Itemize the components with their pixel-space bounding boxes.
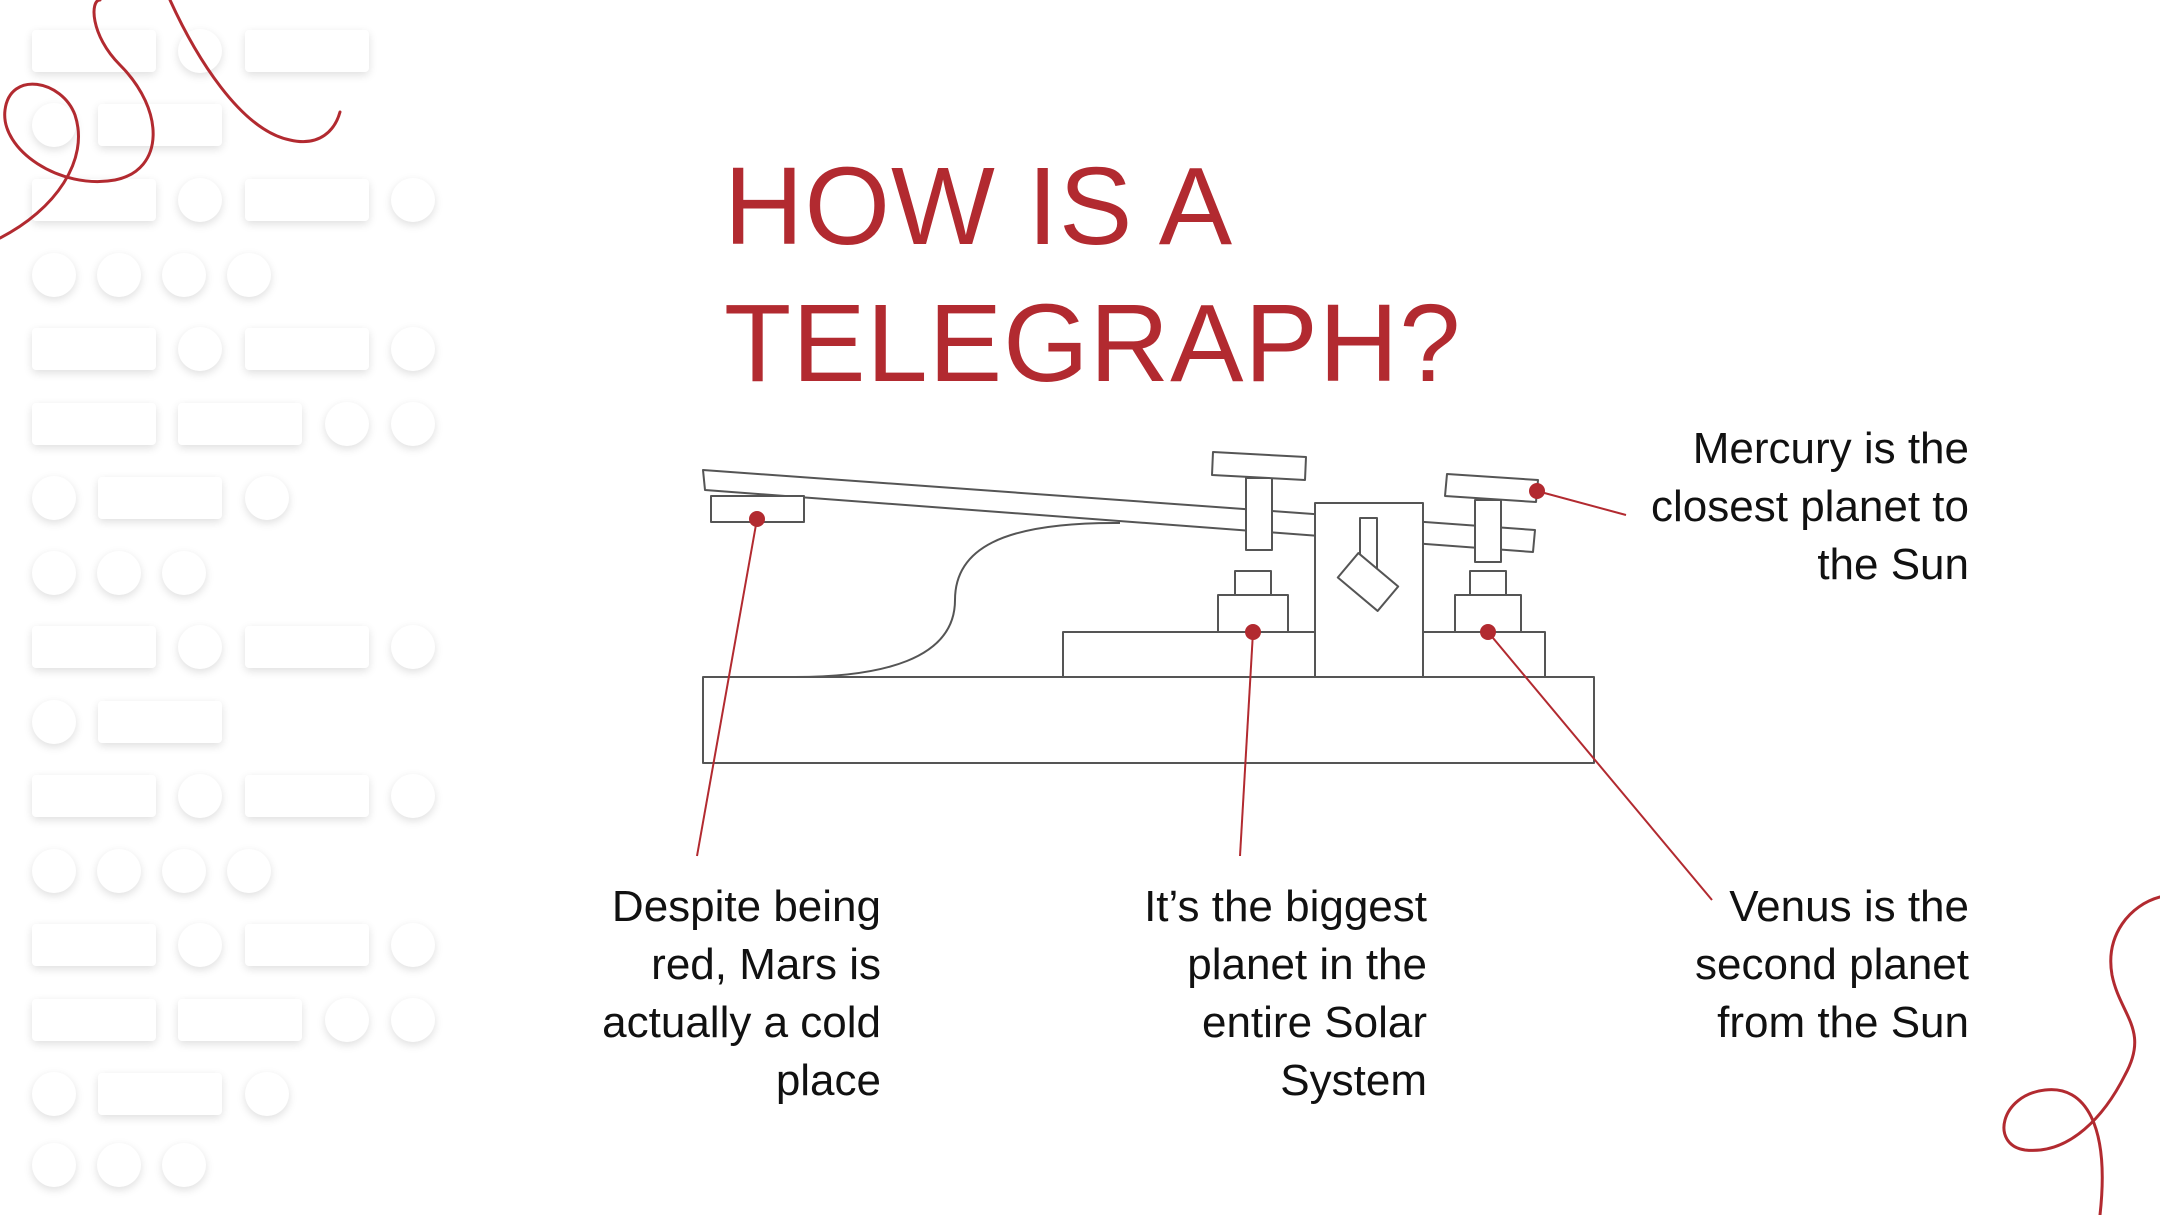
morse-dot (32, 476, 76, 520)
title-line-1: HOW IS A (724, 145, 1234, 268)
morse-dot (162, 551, 206, 595)
morse-dot (178, 923, 222, 967)
morse-dot (325, 402, 369, 446)
morse-dot (391, 625, 435, 669)
morse-dot (391, 774, 435, 818)
callout-mars: Despite being red, Mars is actually a co… (602, 882, 881, 1105)
callout-venus: Venus is the second planet from the Sun (1695, 882, 1969, 1047)
morse-dash (178, 403, 302, 445)
morse-dash (98, 701, 222, 743)
pivot-block (1336, 552, 1400, 612)
binding-post-right-cap (1469, 570, 1507, 596)
telegraph-platform (1062, 631, 1546, 678)
morse-dot (162, 1143, 206, 1187)
binding-post-left-cap (1234, 570, 1272, 596)
morse-dash (245, 924, 369, 966)
morse-dot (227, 849, 271, 893)
morse-dot (245, 476, 289, 520)
callout-jupiter: It’s the biggest planet in the entire So… (1144, 882, 1427, 1105)
callout-dot-jupiter (1245, 624, 1261, 640)
morse-dot (391, 178, 435, 222)
title-line-2: TELEGRAPH? (724, 282, 1462, 405)
morse-dot (162, 849, 206, 893)
morse-dash (178, 999, 302, 1041)
screw-left-stem (1245, 477, 1273, 551)
leader-line-venus (1487, 631, 1713, 901)
morse-dash (245, 328, 369, 370)
morse-dot (32, 253, 76, 297)
morse-dot (32, 849, 76, 893)
morse-dot (227, 253, 271, 297)
morse-dash (32, 403, 156, 445)
morse-dash (98, 477, 222, 519)
morse-dot (178, 327, 222, 371)
morse-dot (97, 849, 141, 893)
morse-dash (245, 775, 369, 817)
morse-dash (32, 775, 156, 817)
morse-dot (32, 1072, 76, 1116)
morse-dot (391, 402, 435, 446)
morse-dot (97, 551, 141, 595)
morse-dot (32, 1143, 76, 1187)
screw-right-stem (1474, 499, 1502, 563)
telegraph-base (702, 676, 1595, 764)
screw-right-head (1444, 473, 1539, 503)
morse-dot (162, 253, 206, 297)
morse-dash (32, 626, 156, 668)
morse-dot (245, 1072, 289, 1116)
callout-dot-venus (1480, 624, 1496, 640)
morse-dot (178, 774, 222, 818)
morse-dot (178, 625, 222, 669)
leader-line-mars (696, 518, 758, 857)
morse-dot (391, 923, 435, 967)
telegraph-spring (794, 521, 1121, 678)
morse-dash (245, 626, 369, 668)
morse-dot (97, 1143, 141, 1187)
leader-line-jupiter (1239, 631, 1254, 857)
morse-dot (391, 998, 435, 1042)
morse-dash (32, 999, 156, 1041)
morse-dot (391, 327, 435, 371)
morse-dot (325, 998, 369, 1042)
morse-dot (97, 253, 141, 297)
slide-title: HOW IS A TELEGRAPH? (724, 138, 1461, 412)
leader-line-mercury (1536, 490, 1627, 516)
morse-dash (32, 328, 156, 370)
morse-dot (32, 700, 76, 744)
callout-mercury: Mercury is the closest planet to the Sun (1651, 424, 1969, 589)
callout-dot-mars (749, 511, 765, 527)
morse-dash (32, 924, 156, 966)
morse-dash (98, 1073, 222, 1115)
screw-left-head (1211, 451, 1307, 481)
morse-dot (32, 551, 76, 595)
callout-dot-mercury (1529, 483, 1545, 499)
